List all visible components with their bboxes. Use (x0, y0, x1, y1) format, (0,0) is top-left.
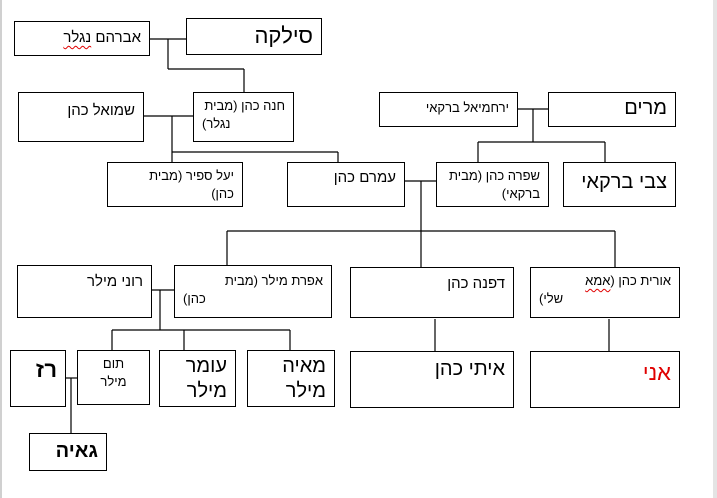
person-name-line2: נגלר) (202, 115, 231, 131)
person-name: אני (642, 360, 671, 385)
person-name: רוני מילר (87, 273, 143, 290)
person-name: אברהם (91, 29, 141, 46)
person-name-line1: אפרת מילר (מבית (224, 273, 323, 288)
person-name-line1: חנה כהן (מבית (204, 98, 285, 113)
person-name: מרים (624, 97, 667, 119)
person-name-line2: מילר (100, 373, 127, 389)
person-maya-miller: מאיה מילר (247, 350, 335, 407)
person-miriam: מרים (548, 92, 676, 127)
person-shifra-cohen: שפרה כהן (מבית ברקאי) (436, 162, 549, 207)
person-name-line1: שפרה כהן (מבית (448, 168, 540, 183)
person-name: רז (35, 357, 57, 382)
page-left-edge (0, 0, 2, 498)
person-name-line1: תום (102, 356, 125, 371)
person-name-line1: עומר (185, 355, 227, 377)
person-name: ירחמיאל ברקאי (425, 100, 509, 115)
page-right-edge (713, 0, 717, 498)
person-shmuel-cohen: שמואל כהן (18, 92, 144, 142)
person-amram-cohen: עמרם כהן (287, 162, 405, 207)
person-tzvi-barkai: צבי ברקאי (563, 162, 676, 207)
person-omer-miller: עומר מילר (159, 350, 236, 407)
person-name-line2: מילר (285, 380, 326, 402)
person-avraham-nagler: אברהם נגלר (14, 21, 150, 56)
spellcheck-word: אמא (585, 273, 611, 288)
person-name-part: אורית כהן ( (610, 273, 671, 288)
person-name: גאיה (55, 440, 98, 462)
person-orit-cohen: אורית כהן (אמא שלי) (530, 267, 680, 318)
person-raz: רז (10, 350, 66, 407)
spellcheck-word: נגלר (63, 29, 92, 46)
person-name-line2: מילר (186, 380, 227, 402)
person-me: אני (530, 351, 680, 408)
person-name-line2: כהן) (211, 185, 234, 201)
person-name: דפנה כהן (447, 275, 505, 292)
person-yael-sapir: יעל ספיר (מבית כהן) (107, 162, 243, 207)
person-dafna-cohen: דפנה כהן (350, 267, 514, 318)
person-name: סילקה (254, 23, 313, 48)
person-yerachmiel-barkai: ירחמיאל ברקאי (379, 92, 518, 127)
person-name-line2: שלי) (539, 290, 564, 306)
person-name-line2: כהן) (183, 290, 206, 306)
person-name: עמרם כהן (333, 169, 396, 186)
person-name: שמואל כהן (67, 102, 135, 119)
person-name-line1: מאיה (282, 355, 326, 377)
person-itai-cohen: איתי כהן (350, 351, 514, 408)
person-hana-cohen: חנה כהן (מבית נגלר) (193, 92, 294, 142)
person-roni-miller: רוני מילר (17, 265, 152, 318)
person-gaia: גאיה (29, 433, 107, 471)
person-efrat-miller: אפרת מילר (מבית כהן) (174, 265, 332, 318)
person-silka: סילקה (186, 18, 322, 55)
person-name: צבי ברקאי (581, 171, 667, 193)
person-tom-miller: תום מילר (77, 350, 150, 405)
person-name: איתי כהן (434, 358, 505, 380)
person-name-line1: יעל ספיר (מבית (149, 168, 234, 183)
person-name-line2: ברקאי) (501, 185, 540, 201)
